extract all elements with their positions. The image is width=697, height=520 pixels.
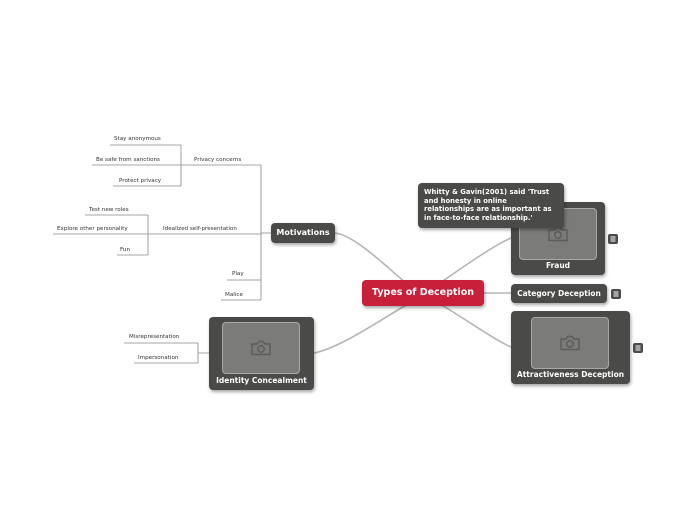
idealized-item-explore-personality[interactable]: Explore other personality	[57, 226, 128, 232]
malice-topic[interactable]: Malice	[225, 292, 243, 298]
privacy-concerns-topic[interactable]: Privacy concerns	[194, 157, 242, 163]
connector-central-identity	[313, 303, 409, 354]
attractiveness-deception-label: Attractiveness Deception	[516, 370, 625, 379]
notes-icon	[635, 345, 641, 351]
notes-icon	[613, 291, 619, 297]
camera-icon	[560, 335, 580, 351]
camera-icon	[548, 226, 568, 242]
connector-central-fraud	[439, 237, 512, 284]
motivations-trunk	[260, 165, 271, 300]
identity-branch	[124, 342, 209, 364]
privacy-item-stay-anonymous[interactable]: Stay anonymous	[114, 136, 161, 142]
category-deception-label: Category Deception	[517, 289, 601, 298]
motivations-node[interactable]: Motivations	[271, 223, 335, 243]
privacy-item-protect-privacy[interactable]: Protect privacy	[119, 178, 162, 184]
idealized-item-test-new-roles[interactable]: Test new roles	[89, 207, 129, 213]
idealized-self-presentation-topic[interactable]: Idealized self-presentation	[163, 226, 237, 232]
connector-central-attractiveness	[439, 303, 512, 348]
attractiveness-notes-button[interactable]	[633, 343, 643, 353]
identity-item-misrepresentation[interactable]: Misrepresentation	[129, 334, 180, 340]
fraud-notes-button[interactable]	[608, 234, 618, 244]
camera-icon	[251, 340, 271, 356]
motivations-label: Motivations	[276, 228, 330, 237]
category-deception-node[interactable]: Category Deception	[511, 284, 607, 303]
identity-concealment-label: Identity Concealment	[216, 376, 307, 385]
privacy-item-be-safe[interactable]: Be safe from sanctions	[96, 157, 160, 163]
privacy-branch	[92, 144, 261, 187]
idealized-branch	[53, 214, 261, 256]
connector-central-motivations	[334, 232, 407, 284]
idealized-item-fun[interactable]: Fun	[120, 247, 131, 253]
play-topic[interactable]: Play	[232, 271, 244, 277]
notes-icon	[610, 236, 616, 242]
image-placeholder	[222, 322, 300, 374]
attractiveness-deception-node[interactable]: Attractiveness Deception	[511, 311, 630, 384]
category-deception-notes-button[interactable]	[611, 289, 621, 299]
identity-concealment-node[interactable]: Identity Concealment	[209, 317, 314, 390]
fraud-label: Fraud	[545, 261, 571, 270]
central-topic[interactable]: Types of Deception	[362, 280, 484, 306]
identity-item-impersonation[interactable]: Impersonation	[138, 355, 179, 361]
central-topic-label: Types of Deception	[371, 287, 474, 298]
image-placeholder	[531, 317, 609, 369]
callout-text: Whitty & Gavin(2001) said 'Trust and hon…	[424, 188, 552, 222]
callout-note[interactable]: Whitty & Gavin(2001) said 'Trust and hon…	[418, 183, 564, 228]
